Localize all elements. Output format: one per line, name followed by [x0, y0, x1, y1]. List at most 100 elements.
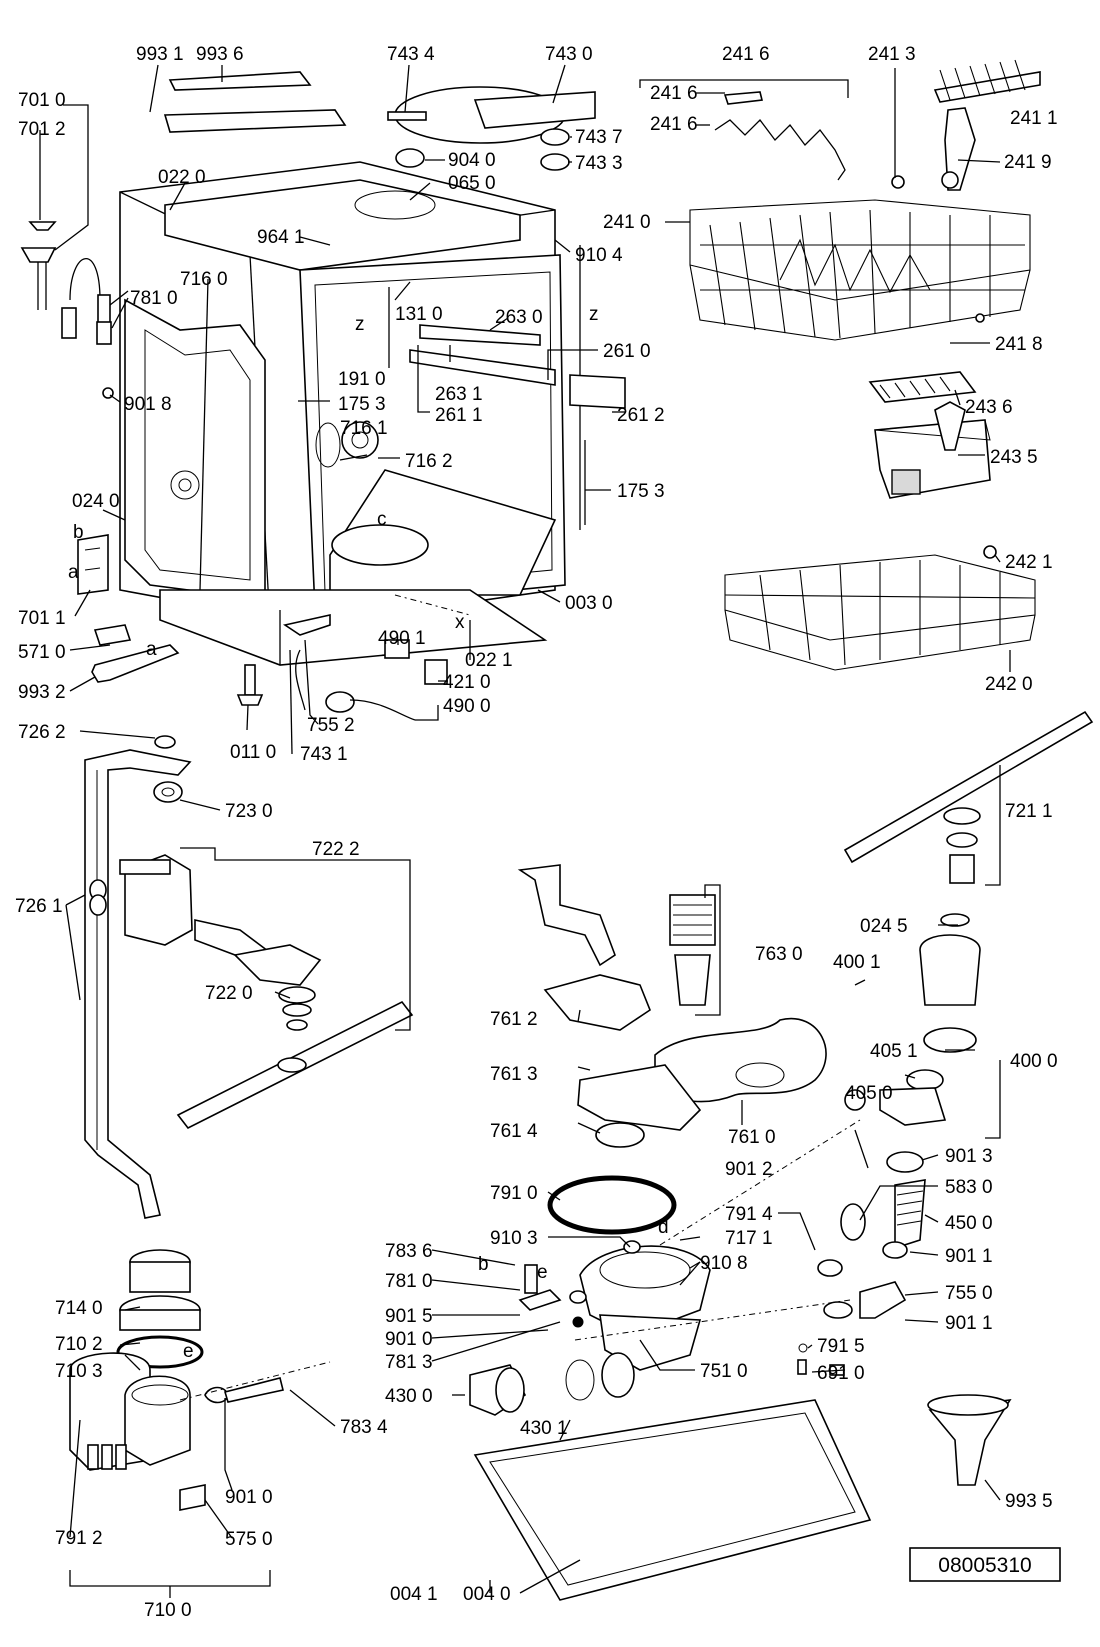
part-label: 743 4 — [387, 44, 435, 65]
part-label: 175 3 — [617, 481, 665, 502]
reference-letter: e — [537, 1262, 548, 1283]
part-label: 022 0 — [158, 167, 206, 188]
part-label: 783 4 — [340, 1417, 388, 1438]
upper-spray-arm — [843, 710, 1094, 884]
part-label: 263 0 — [495, 307, 543, 328]
reference-letter: b — [73, 522, 84, 543]
part-label: 723 0 — [225, 801, 273, 822]
part-label: 783 6 — [385, 1241, 433, 1262]
part-label: 430 1 — [520, 1418, 568, 1439]
part-label: 755 0 — [945, 1283, 993, 1304]
part-label: 743 3 — [575, 153, 623, 174]
part-label: 743 0 — [545, 44, 593, 65]
part-label: 993 5 — [1005, 1491, 1053, 1512]
part-label: 721 1 — [1005, 801, 1053, 822]
part-label: 901 0 — [225, 1487, 273, 1508]
part-label: 241 8 — [995, 334, 1043, 355]
part-label: 761 4 — [490, 1121, 538, 1142]
part-label: 490 0 — [443, 696, 491, 717]
part-label: 004 1 — [390, 1584, 438, 1605]
upper-rack — [689, 199, 1031, 341]
reference-letter: z — [589, 304, 599, 325]
part-label: 400 0 — [1010, 1051, 1058, 1072]
part-label: 691 0 — [817, 1363, 865, 1384]
part-label: 717 1 — [725, 1228, 773, 1249]
part-label: 722 2 — [312, 839, 360, 860]
part-label: 722 0 — [205, 983, 253, 1004]
part-label: 710 2 — [55, 1334, 103, 1355]
part-label: 400 1 — [833, 952, 881, 973]
part-label: 791 0 — [490, 1183, 538, 1204]
part-label: 791 2 — [55, 1528, 103, 1549]
part-label: 791 4 — [725, 1204, 773, 1225]
part-label: 904 0 — [448, 150, 496, 171]
cabinet-frame — [20, 71, 626, 721]
part-label: 241 3 — [868, 44, 916, 65]
part-label: 243 6 — [965, 397, 1013, 418]
part-label: 726 2 — [18, 722, 66, 743]
part-label: 716 0 — [180, 269, 228, 290]
part-label: 901 2 — [725, 1159, 773, 1180]
part-label: 710 0 — [144, 1600, 192, 1621]
reference-letter: a — [146, 639, 157, 660]
part-label: 993 6 — [196, 44, 244, 65]
part-label: 993 1 — [136, 44, 184, 65]
part-label: 243 5 — [990, 447, 1038, 468]
part-label: 701 1 — [18, 608, 66, 629]
part-label: 701 0 — [18, 90, 66, 111]
part-label: 024 5 — [860, 916, 908, 937]
part-label: 261 0 — [603, 341, 651, 362]
reference-letters: z z c b a a x b e d e — [68, 304, 669, 1362]
part-label: 450 0 — [945, 1213, 993, 1234]
part-label: 241 1 — [1010, 108, 1058, 129]
part-label: 701 2 — [18, 119, 66, 140]
part-label: 490 1 — [378, 628, 426, 649]
part-label: 421 0 — [443, 672, 491, 693]
part-label: 024 0 — [72, 491, 120, 512]
part-label: 191 0 — [338, 369, 386, 390]
part-label: 242 1 — [1005, 552, 1053, 573]
cutlery-basket — [868, 371, 991, 499]
part-label: 263 1 — [435, 384, 483, 405]
part-label: 781 0 — [385, 1271, 433, 1292]
part-label: 575 0 — [225, 1529, 273, 1550]
part-label: 241 9 — [1004, 152, 1052, 173]
part-label: 993 2 — [18, 682, 66, 703]
part-label: 910 8 — [700, 1253, 748, 1274]
water-softener — [69, 1249, 331, 1511]
part-label: 583 0 — [945, 1177, 993, 1198]
part-label: 743 7 — [575, 127, 623, 148]
part-label: 763 0 — [755, 944, 803, 965]
part-label: 964 1 — [257, 227, 305, 248]
part-label: 710 3 — [55, 1361, 103, 1382]
part-label: 755 2 — [307, 715, 355, 736]
part-label: 743 1 — [300, 744, 348, 765]
leader-lines — [39, 64, 1011, 1598]
reference-letter: a — [68, 562, 79, 583]
part-label: 761 3 — [490, 1064, 538, 1085]
part-label: 004 0 — [463, 1584, 511, 1605]
part-label: 901 5 — [385, 1306, 433, 1327]
spray-pipe-assembly — [84, 735, 414, 1219]
part-label: 241 6 — [722, 44, 770, 65]
part-label: 901 8 — [124, 394, 172, 415]
part-label: 714 0 — [55, 1298, 103, 1319]
part-label: 131 0 — [395, 304, 443, 325]
part-label: 241 6 — [650, 83, 698, 104]
part-label: 716 1 — [340, 418, 388, 439]
part-label: 726 1 — [15, 896, 63, 917]
reference-letter: c — [377, 509, 387, 530]
part-label: 003 0 — [565, 593, 613, 614]
part-label: 261 2 — [617, 405, 665, 426]
part-label: 901 0 — [385, 1329, 433, 1350]
part-label: 716 2 — [405, 451, 453, 472]
part-labels: 993 1 993 6 743 4 743 0 241 6 241 3 701 … — [15, 44, 1058, 1621]
part-label: 571 0 — [18, 642, 66, 663]
part-label: 761 0 — [728, 1127, 776, 1148]
part-label: 751 0 — [700, 1361, 748, 1382]
lower-rack — [724, 545, 1036, 671]
part-label: 901 1 — [945, 1246, 993, 1267]
part-label: 791 5 — [817, 1336, 865, 1357]
part-label: 781 3 — [385, 1352, 433, 1373]
